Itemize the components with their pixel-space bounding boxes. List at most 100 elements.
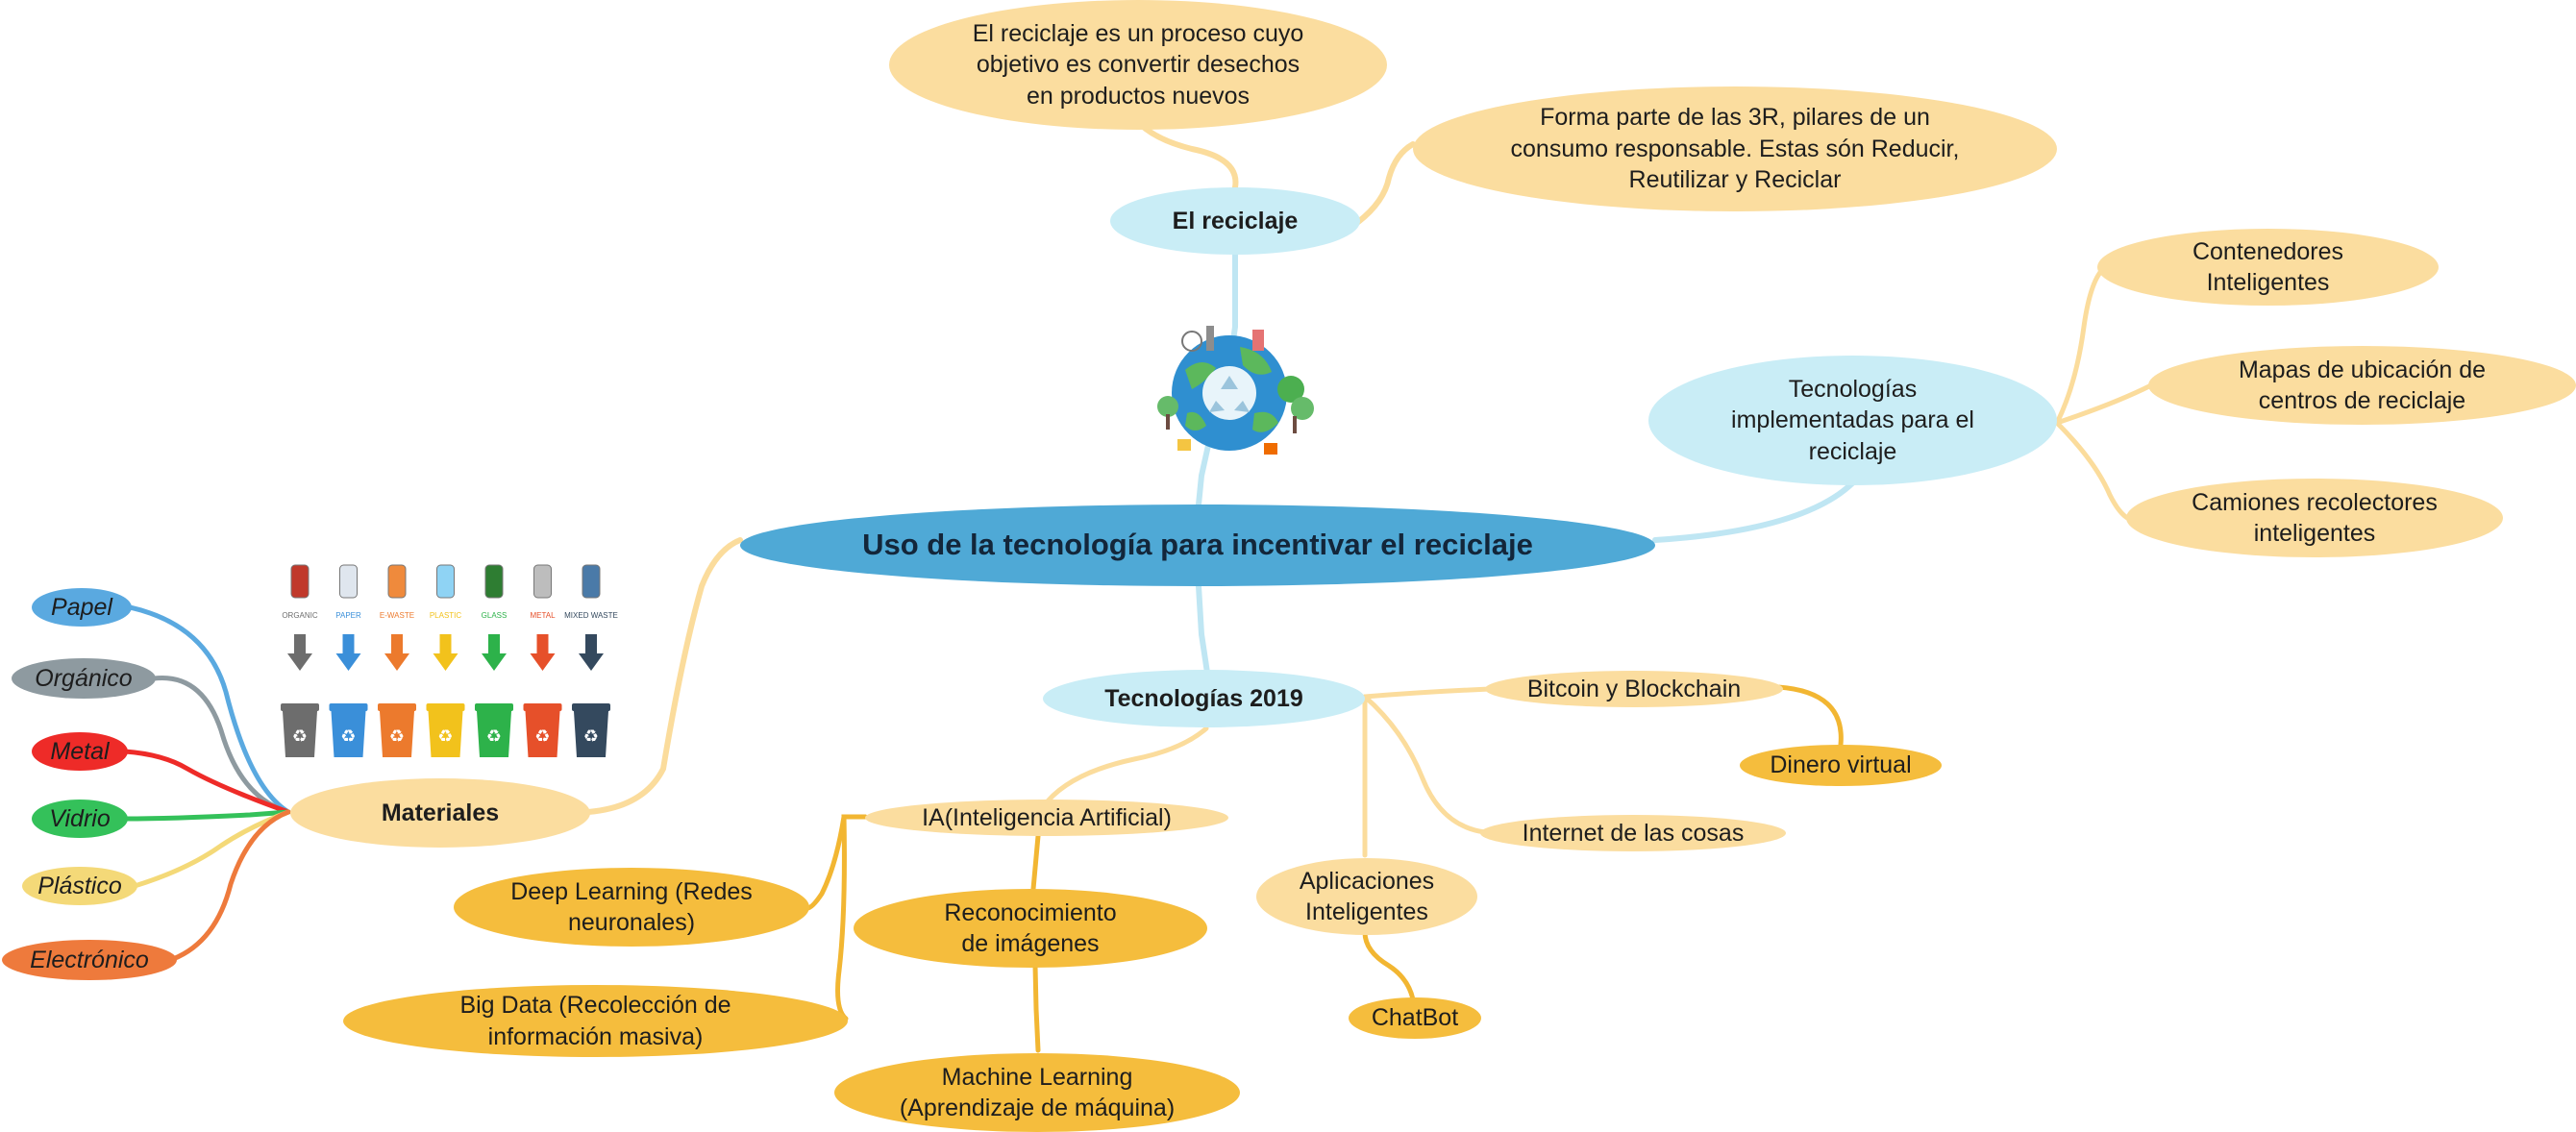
- node-internet-cosas-label: Internet de las cosas: [1522, 819, 1745, 847]
- node-big-data[interactable]: Big Data (Recolección de información mas…: [343, 985, 848, 1057]
- reciclaje-fact-1[interactable]: El reciclaje es un proceso cuyo objetivo…: [889, 0, 1387, 130]
- bin-body: [283, 711, 317, 757]
- node-reconocimiento-imagenes[interactable]: Reconocimiento de imágenes: [854, 889, 1207, 968]
- material-plastico[interactable]: Plástico: [22, 867, 137, 905]
- arrow-down-icon: [482, 634, 507, 671]
- impl-item-contenedores-label: Contenedores Inteligentes: [2192, 237, 2344, 297]
- node-aplicaciones-inteligentes[interactable]: Aplicaciones Inteligentes: [1256, 858, 1477, 935]
- link-ia-deep: [805, 814, 868, 911]
- node-bitcoin-blockchain[interactable]: Bitcoin y Blockchain: [1485, 671, 1783, 707]
- material-electronico-label: Electrónico: [30, 946, 149, 973]
- node-chatbot-label: ChatBot: [1371, 1004, 1459, 1032]
- recycle-icon: ♻: [340, 726, 356, 747]
- impl-item-camiones-label: Camiones recolectores inteligentes: [2192, 488, 2438, 548]
- reciclaje-fact-2-label: Forma parte de las 3R, pilares de un con…: [1510, 104, 1960, 194]
- bin-body: [380, 711, 414, 757]
- link-impl-item3: [2054, 420, 2132, 522]
- link-apps-chatbot: [1362, 929, 1416, 1002]
- recycle-icon: ♻: [437, 726, 453, 747]
- bin-label: MIXED WASTE: [564, 611, 618, 620]
- node-reconocimiento-imagenes-label: Reconocimiento de imágenes: [944, 898, 1117, 958]
- bin-body: [525, 711, 560, 757]
- impl-item-mapas[interactable]: Mapas de ubicación de centros de recicla…: [2148, 346, 2576, 425]
- reciclaje-fact-1-label: El reciclaje es un proceso cuyo objetivo…: [972, 19, 1304, 110]
- node-dinero-virtual-label: Dinero virtual: [1770, 751, 1912, 779]
- link-2019-iot: [1362, 694, 1488, 835]
- arrow-down-icon: [530, 634, 556, 671]
- impl-item-camiones[interactable]: Camiones recolectores inteligentes: [2126, 479, 2503, 557]
- arrow-down-icon: [579, 634, 604, 671]
- node-internet-cosas[interactable]: Internet de las cosas: [1480, 815, 1786, 851]
- bin-label: PAPER: [335, 611, 361, 620]
- link-ia-bigdata: [835, 814, 868, 1021]
- topic-tecnologias-implementadas-label: Tecnologías implementadas para el recicl…: [1731, 375, 1974, 465]
- bin-label: ORGANIC: [282, 611, 318, 620]
- material-metal-label: Metal: [50, 737, 110, 765]
- waste-bins-icon: ORGANIC♻PAPER♻E-WASTE♻PLASTIC♻GLASS♻META…: [281, 564, 618, 757]
- link-vision-ml: [1032, 963, 1041, 1053]
- link-mat-plastico: [132, 809, 291, 889]
- link-central-impl: [1652, 478, 1858, 543]
- link-reciclaje-fact1: [1133, 117, 1239, 190]
- node-inteligencia-artificial[interactable]: IA(Inteligencia Artificial): [865, 800, 1228, 836]
- link-bitcoin-dinero: [1775, 684, 1844, 748]
- reciclaje-fact-2[interactable]: Forma parte de las 3R, pilares de un con…: [1413, 86, 2057, 211]
- bin-label: E-WASTE: [380, 611, 414, 620]
- impl-item-contenedores[interactable]: Contenedores Inteligentes: [2097, 229, 2439, 306]
- bin-body: [331, 711, 366, 757]
- topic-reciclaje[interactable]: El reciclaje: [1110, 187, 1360, 255]
- bin-label: GLASS: [482, 611, 508, 620]
- material-papel-label: Papel: [51, 593, 112, 621]
- link-impl-item1: [2054, 264, 2108, 426]
- link-central-2019: [1196, 583, 1210, 676]
- material-vidrio[interactable]: Vidrio: [32, 800, 128, 838]
- recycling-globe-icon: [1157, 326, 1314, 455]
- material-electronico[interactable]: Electrónico: [2, 940, 177, 980]
- recycle-icon: ♻: [534, 726, 550, 747]
- link-reciclaje-fact2: [1355, 141, 1416, 225]
- node-bitcoin-blockchain-label: Bitcoin y Blockchain: [1526, 675, 1742, 702]
- link-2019-ia: [1040, 726, 1209, 810]
- node-machine-learning-label: Machine Learning (Aprendizaje de máquina…: [899, 1063, 1176, 1122]
- link-central-materiales: [585, 537, 743, 815]
- bin-organic: ORGANIC♻: [281, 564, 319, 757]
- topic-materiales-label: Materiales: [381, 799, 500, 826]
- node-deep-learning[interactable]: Deep Learning (Redes neuronales): [454, 868, 809, 947]
- node-inteligencia-artificial-label: IA(Inteligencia Artificial): [922, 803, 1172, 831]
- material-vidrio-label: Vidrio: [49, 804, 111, 832]
- node-chatbot[interactable]: ChatBot: [1349, 997, 1481, 1039]
- topic-tecnologias-2019[interactable]: Tecnologías 2019: [1043, 670, 1365, 727]
- material-organico-label: Orgánico: [35, 664, 133, 692]
- central-topic[interactable]: Uso de la tecnología para incentivar el …: [740, 504, 1655, 586]
- topic-tecnologias-2019-label: Tecnologías 2019: [1104, 684, 1303, 712]
- bin-body: [477, 711, 511, 757]
- arrow-down-icon: [384, 634, 409, 671]
- bin-body: [574, 711, 608, 757]
- material-papel[interactable]: Papel: [32, 588, 132, 627]
- bin-metal: METAL♻: [523, 564, 562, 757]
- bin-e-waste: E-WASTE♻: [378, 564, 416, 757]
- node-machine-learning[interactable]: Machine Learning (Aprendizaje de máquina…: [834, 1053, 1240, 1132]
- bin-paper: PAPER ♻: [329, 564, 368, 757]
- link-impl-item2: [2054, 382, 2154, 426]
- recycle-icon: ♻: [583, 726, 599, 747]
- link-mat-electronico: [170, 809, 291, 962]
- central-topic-label: Uso de la tecnología para incentivar el …: [862, 528, 1533, 562]
- material-organico[interactable]: Orgánico: [12, 658, 156, 699]
- material-plastico-label: Plástico: [37, 872, 122, 899]
- node-deep-learning-label: Deep Learning (Redes neuronales): [510, 877, 753, 937]
- arrow-down-icon: [433, 634, 458, 671]
- bin-label: PLASTIC: [430, 611, 462, 620]
- topic-materiales[interactable]: Materiales: [290, 778, 590, 848]
- link-ia-vision: [1030, 833, 1041, 892]
- node-dinero-virtual[interactable]: Dinero virtual: [1740, 745, 1942, 786]
- link-mat-vidrio: [122, 809, 291, 822]
- link-mat-metal: [122, 749, 291, 815]
- bin-body: [428, 711, 463, 757]
- topic-tecnologias-implementadas[interactable]: Tecnologías implementadas para el recicl…: [1648, 356, 2057, 485]
- recycle-icon: ♻: [486, 726, 502, 747]
- material-metal[interactable]: Metal: [32, 732, 128, 771]
- node-aplicaciones-inteligentes-label: Aplicaciones Inteligentes: [1299, 867, 1435, 926]
